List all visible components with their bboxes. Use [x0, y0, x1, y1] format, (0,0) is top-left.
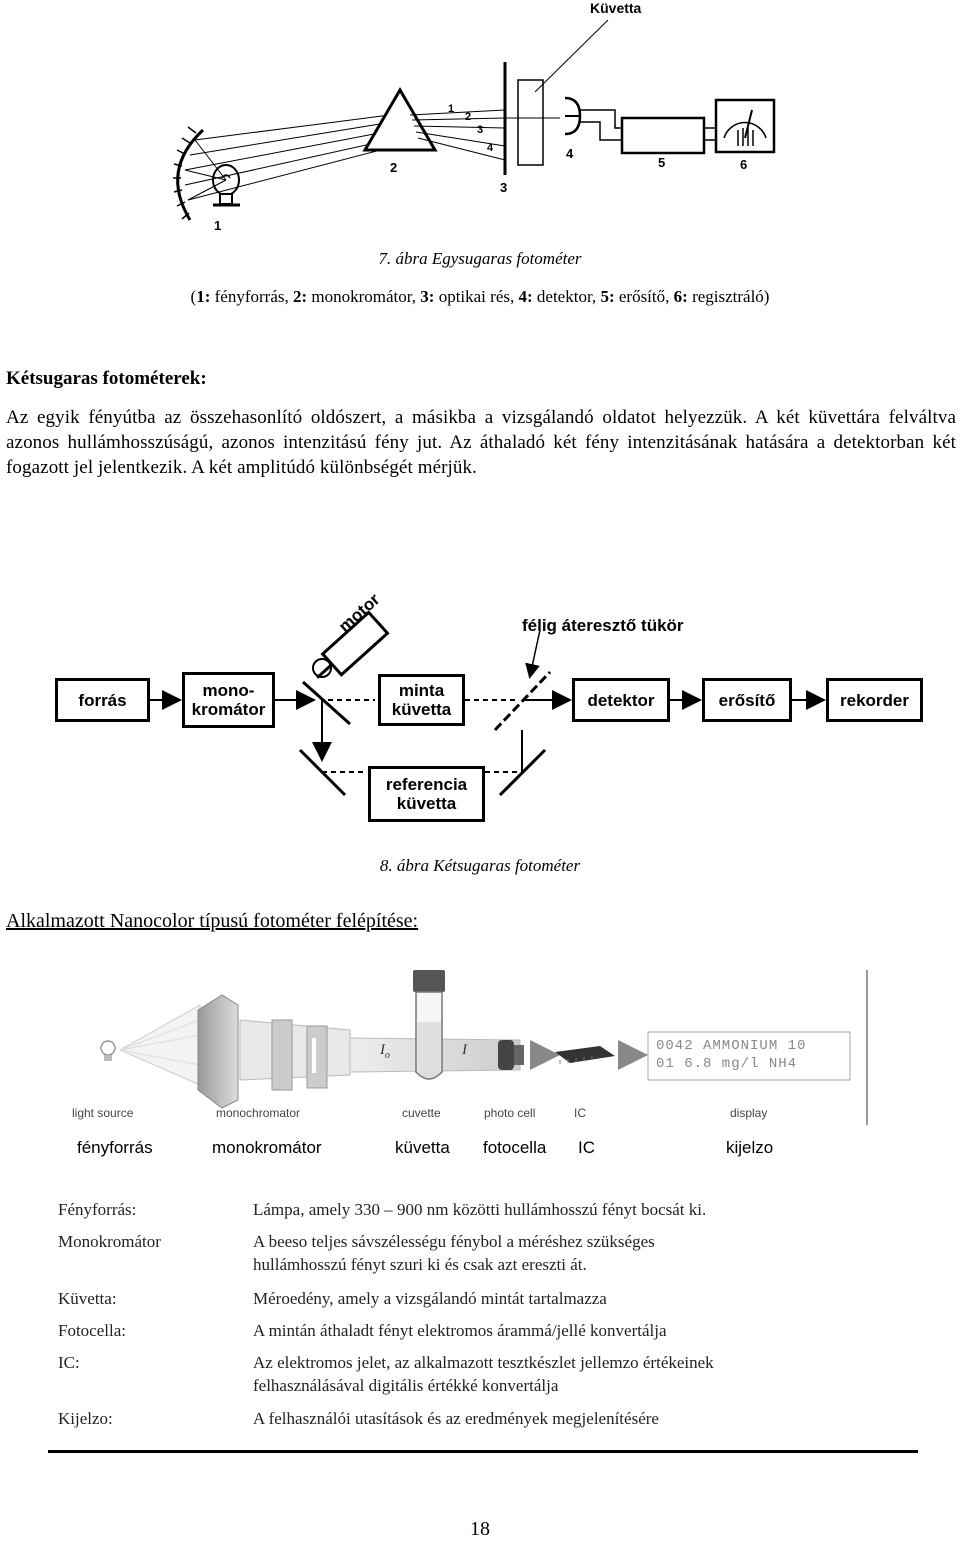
box-detector: detektor [572, 678, 670, 722]
ray-num-2: 2 [465, 111, 472, 123]
label-en-monochromator: monochromator [216, 1106, 301, 1120]
desc-ic-2: felhasználásával digitális értékké konve… [253, 1376, 559, 1395]
label-hu-cuvette: küvetta [395, 1138, 450, 1157]
label-hu-ic: IC [578, 1138, 595, 1157]
box-sample-cuvette: minta küvetta [378, 674, 465, 726]
label-hu-display: kijelzo [726, 1138, 774, 1157]
num-2-prism: 2 [390, 160, 398, 175]
i-label: I [462, 1042, 467, 1058]
term-monochromator: Monokromátor [58, 1232, 161, 1251]
desc-monochromator-1: A beeso teljes sávszélességu fénybol a m… [253, 1232, 655, 1251]
io-label: Io [380, 1042, 390, 1061]
box-reference-line1: referencia [385, 775, 468, 794]
nanocolor-figure: Io I 0042 AMMONIUM 10 01 6.8 mg/l NH4 li… [0, 960, 960, 1170]
ray-num-3: 3 [477, 124, 484, 136]
bulb-icon [100, 1040, 116, 1061]
box-monochromator-line1: mono- [202, 681, 255, 700]
desc-cuvette: Méroedény, amely a vizsgálandó mintát ta… [253, 1289, 607, 1308]
term-display: Kijelzo: [58, 1409, 113, 1428]
box-reference-line2: küvetta [396, 794, 457, 813]
box-recorder: rekorder [826, 678, 923, 722]
num-6-recorder: 6 [740, 157, 748, 172]
box-reference-cuvette: referencia küvetta [368, 766, 485, 822]
desc-photo-cell: A mintán áthaladt fényt elektromos áramm… [253, 1321, 667, 1340]
motor-icon [316, 610, 390, 679]
desc-ic-1: Az elektromos jelet, az alkalmazott tesz… [253, 1353, 714, 1372]
figure-8-double-beam-photometer: forrás mono- kromátor minta küvetta dete… [0, 590, 960, 840]
section-heading-nanocolor: Alkalmazott Nanocolor típusú fotométer f… [6, 910, 419, 932]
single-beam-diagram [173, 19, 776, 221]
display-line-2: 01 6.8 mg/l NH4 [656, 1056, 798, 1072]
num-4-detector: 4 [566, 146, 574, 161]
figure-7-single-beam-photometer: Küvetta 1 2 3 4 5 6 1 2 3 4 [0, 0, 960, 240]
label-en-cuvette: cuvette [402, 1106, 441, 1120]
cuvette-tube-icon [413, 970, 445, 1080]
num-1-bottom: 1 [214, 218, 222, 233]
label-hu-monochromator: monokromátor [212, 1138, 322, 1157]
figure-7-caption: 7. ábra Egysugaras fotométer [378, 249, 582, 268]
figure-7-legend: (1: fényforrás, 2: monokromátor, 3: opti… [190, 287, 770, 306]
num-3-slit: 3 [500, 180, 508, 195]
page-number: 18 [470, 1518, 490, 1540]
table-bottom-rule [48, 1450, 918, 1453]
double-beam-diagram [150, 610, 826, 797]
label-en-ic: IC [574, 1106, 586, 1120]
label-en-display: display [730, 1106, 768, 1120]
photo-cell-icon [498, 1040, 524, 1070]
concave-mirror [176, 128, 205, 221]
cuvette-label: Küvetta [590, 0, 642, 16]
ic-chip-icon [555, 1046, 615, 1064]
num-5-amplifier: 5 [658, 155, 666, 170]
display-line-1: 0042 AMMONIUM 10 [656, 1038, 807, 1054]
ray-num-1: 1 [448, 103, 455, 115]
component-table: Fényforrás: Lámpa, amely 330 – 900 nm kö… [0, 1195, 960, 1445]
ray-num-4: 4 [487, 142, 494, 154]
label-hu-photo-cell: fotocella [483, 1138, 547, 1157]
box-source: forrás [55, 678, 150, 722]
box-monochromator-line2: kromátor [191, 700, 266, 719]
term-photo-cell: Fotocella: [58, 1321, 126, 1340]
term-ic: IC: [58, 1353, 80, 1372]
meter-box [714, 98, 776, 154]
label-en-light-source: light source [72, 1106, 134, 1120]
label-en-photo-cell: photo cell [484, 1106, 536, 1120]
nanocolor-diagram [100, 970, 868, 1125]
term-cuvette: Küvetta: [58, 1289, 117, 1308]
term-light-source: Fényforrás: [58, 1200, 137, 1219]
section-heading-double-beam: Kétsugaras fotométerek: [6, 368, 207, 389]
box-sample-line2: küvetta [391, 700, 452, 719]
double-beam-paragraph: Az egyik fényútba az összehasonlító oldó… [6, 407, 956, 478]
box-amplifier: erősítő [702, 678, 792, 722]
cuvette-rect [517, 79, 544, 166]
display-frame [647, 1031, 851, 1081]
amplifier-box [620, 116, 706, 155]
desc-light-source: Lámpa, amely 330 – 900 nm közötti hullám… [253, 1200, 707, 1219]
mirror-label: félig áteresztő tükör [522, 616, 684, 635]
box-monochromator: mono- kromátor [182, 672, 275, 728]
figure-8-caption: 8. ábra Kétsugaras fotométer [379, 856, 581, 875]
desc-monochromator-2: hullámhosszú fényt szuri ki és csak azt … [253, 1255, 587, 1274]
box-sample-line1: minta [398, 681, 445, 700]
desc-display: A felhasználói utasítások és az eredmény… [253, 1409, 659, 1428]
label-hu-light-source: fényforrás [77, 1138, 153, 1157]
